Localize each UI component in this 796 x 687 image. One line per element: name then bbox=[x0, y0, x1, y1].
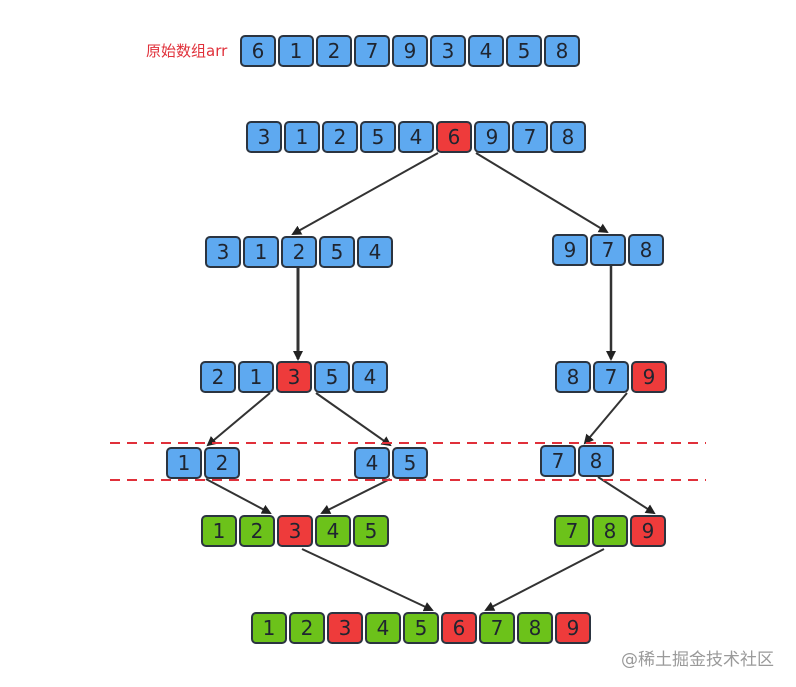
array-cell: 5 bbox=[319, 236, 355, 268]
arrow-merge-left-right bbox=[320, 478, 391, 514]
array-cell: 2 bbox=[316, 35, 352, 67]
array-cell: 7 bbox=[590, 234, 626, 266]
array-cell: 5 bbox=[360, 121, 396, 153]
array-cell: 3 bbox=[276, 361, 312, 393]
array-cell: 9 bbox=[474, 121, 510, 153]
array-cell: 8 bbox=[555, 361, 591, 393]
array-cell: 8 bbox=[544, 35, 580, 67]
array-cell: 8 bbox=[550, 121, 586, 153]
array-cell: 1 bbox=[243, 236, 279, 268]
array-cell: 7 bbox=[593, 361, 629, 393]
arrow-merge-right-left bbox=[597, 476, 656, 515]
array-cell: 1 bbox=[251, 612, 287, 644]
array-cell: 9 bbox=[392, 35, 428, 67]
array-cell: 1 bbox=[278, 35, 314, 67]
array-cell: 9 bbox=[631, 361, 667, 393]
arrow-merge-left-left bbox=[205, 478, 272, 514]
arrow-merge-right-final bbox=[484, 548, 605, 611]
array-cell: 2 bbox=[322, 121, 358, 153]
array-cell: 3 bbox=[277, 515, 313, 547]
array-cell: 3 bbox=[430, 35, 466, 67]
array-cell: 2 bbox=[200, 361, 236, 393]
array-cell: 1 bbox=[166, 447, 202, 479]
array-cell: 8 bbox=[628, 234, 664, 266]
array-cell: 4 bbox=[352, 361, 388, 393]
arrow-to-left-left bbox=[206, 392, 271, 447]
original-array-label: 原始数组arr bbox=[146, 42, 228, 60]
array-cell: 9 bbox=[552, 234, 588, 266]
array-cell: 1 bbox=[238, 361, 274, 393]
array-cell: 6 bbox=[436, 121, 472, 153]
array-cell: 2 bbox=[289, 612, 325, 644]
array-cell: 6 bbox=[441, 612, 477, 644]
array-cell: 4 bbox=[315, 515, 351, 547]
array-cell: 4 bbox=[357, 236, 393, 268]
array-cell: 2 bbox=[204, 447, 240, 479]
array-cell: 9 bbox=[555, 612, 591, 644]
arrow-to-right-left bbox=[583, 392, 628, 445]
array-cell: 4 bbox=[354, 447, 390, 479]
array-cell: 9 bbox=[630, 515, 666, 547]
array-cell: 3 bbox=[246, 121, 282, 153]
array-cell: 8 bbox=[578, 445, 614, 477]
array-cell: 5 bbox=[506, 35, 542, 67]
array-cell: 8 bbox=[517, 612, 553, 644]
array-cell: 7 bbox=[512, 121, 548, 153]
array-cell: 7 bbox=[540, 445, 576, 477]
array-cell: 8 bbox=[592, 515, 628, 547]
array-cell: 3 bbox=[205, 236, 241, 268]
array-cell: 4 bbox=[365, 612, 401, 644]
array-cell: 1 bbox=[284, 121, 320, 153]
watermark: @稀土掘金技术社区 bbox=[621, 650, 774, 670]
array-cell: 2 bbox=[239, 515, 275, 547]
array-cell: 7 bbox=[554, 515, 590, 547]
arrow-merge-left-final bbox=[301, 548, 434, 612]
array-cell: 4 bbox=[398, 121, 434, 153]
array-cell: 5 bbox=[314, 361, 350, 393]
array-cell: 5 bbox=[392, 447, 428, 479]
array-cell: 2 bbox=[281, 236, 317, 268]
array-cell: 3 bbox=[327, 612, 363, 644]
array-cell: 7 bbox=[354, 35, 390, 67]
array-cell: 5 bbox=[353, 515, 389, 547]
array-cell: 1 bbox=[201, 515, 237, 547]
array-cell: 5 bbox=[403, 612, 439, 644]
arrow-to-left-subarray bbox=[291, 152, 439, 235]
array-cell: 6 bbox=[240, 35, 276, 67]
array-cell: 7 bbox=[479, 612, 515, 644]
arrow-to-left-right bbox=[315, 392, 392, 447]
array-cell: 4 bbox=[468, 35, 504, 67]
arrow-to-right-subarray bbox=[475, 152, 609, 234]
